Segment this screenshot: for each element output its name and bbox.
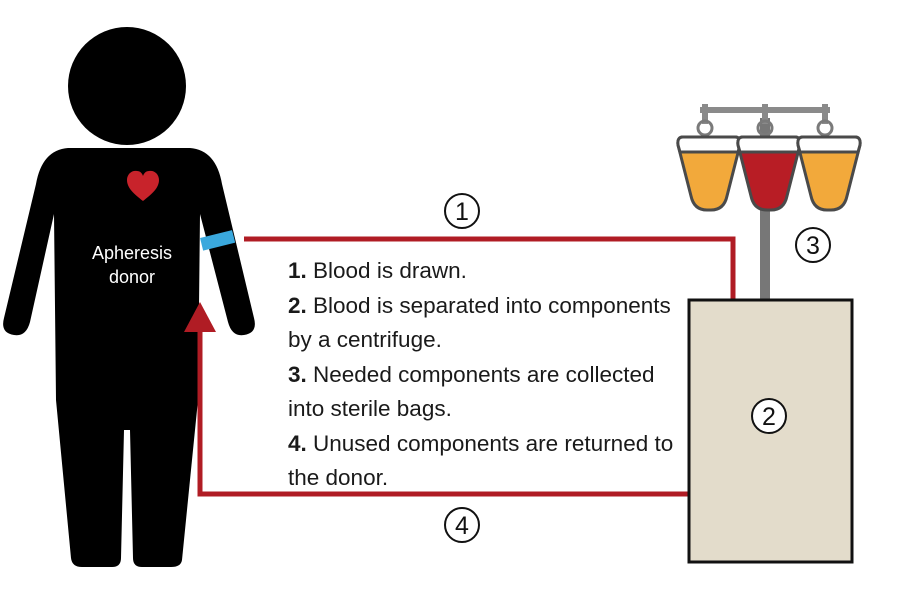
donor-label-line1: Apheresis xyxy=(91,243,173,263)
callout-2-label: 2 xyxy=(762,403,776,431)
step-1-number: 1. xyxy=(288,258,307,283)
blood-bag-center xyxy=(736,135,802,212)
step-1-text: Blood is drawn. xyxy=(306,258,467,283)
step-4-number: 4. xyxy=(288,430,307,456)
armband xyxy=(200,230,236,251)
step-4-text: Unused components are returned to the do… xyxy=(288,430,674,491)
donor-head xyxy=(68,27,186,145)
blood-bag-right xyxy=(796,135,862,212)
step-3-number: 3. xyxy=(288,361,307,387)
donor-figure xyxy=(3,27,255,567)
callout-4: 4 xyxy=(444,507,480,543)
steps-list: 1. Blood is drawn. 2. Blood is separated… xyxy=(288,254,678,496)
heart-icon xyxy=(127,170,159,201)
step-4: 4. Unused components are returned to the… xyxy=(288,427,678,496)
step-2-number: 2. xyxy=(288,292,307,318)
step-2: 2. Blood is separated into components by… xyxy=(288,289,678,358)
donor-body xyxy=(3,148,255,567)
step-1: 1. Blood is drawn. xyxy=(288,254,678,289)
step-3: 3. Needed components are collected into … xyxy=(288,358,678,427)
blood-bag-left xyxy=(676,135,742,212)
callout-3-label: 3 xyxy=(806,232,820,260)
callout-4-label: 4 xyxy=(455,512,469,540)
callout-3: 3 xyxy=(795,227,831,263)
return-arrowhead xyxy=(184,302,216,332)
step-3-text: Needed components are collected into ste… xyxy=(288,361,655,422)
return-flow-arrow xyxy=(197,328,731,497)
step-2-text: Blood is separated into components by a … xyxy=(288,292,671,353)
callout-2: 2 xyxy=(751,398,787,434)
donor-label-line2: donor xyxy=(108,267,156,287)
callout-1-label: 1 xyxy=(455,198,469,226)
callout-1: 1 xyxy=(444,193,480,229)
